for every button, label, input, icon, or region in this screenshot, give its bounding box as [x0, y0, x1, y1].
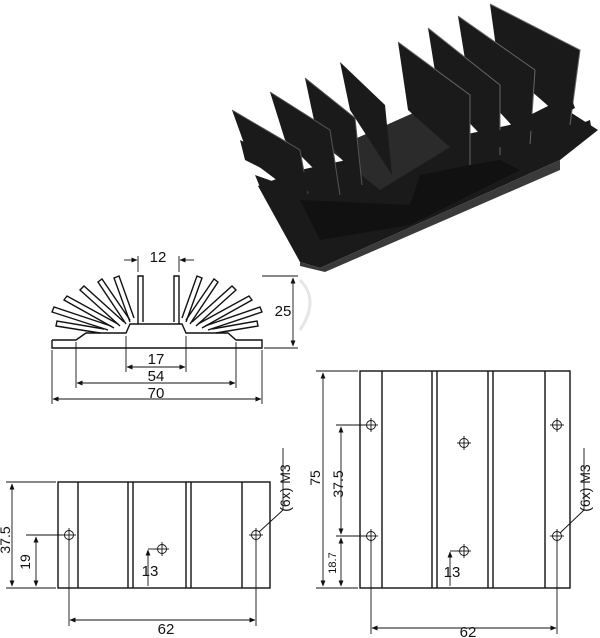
hole-marker	[550, 529, 564, 543]
side-hole-height-dim: 19	[17, 554, 33, 570]
hole-marker	[550, 418, 564, 432]
hole-marker	[364, 418, 378, 432]
heatsink-photo	[231, 3, 598, 272]
hole-marker	[62, 528, 76, 542]
large-hole-label: (6x) M3	[577, 464, 593, 512]
hole-marker	[249, 528, 263, 542]
side-view: 37.5 19 13 62 (6x) M3	[0, 448, 293, 638]
large-low-dim: 18.7	[327, 552, 339, 573]
profile-height-dim: 25	[275, 303, 292, 320]
watermark-mark	[298, 278, 312, 331]
profile-view: 12 25 17 54 70	[51, 249, 298, 404]
side-hole-offset-dim: 13	[142, 563, 159, 580]
side-height-dim: 37.5	[0, 526, 13, 553]
side-width-dim: 62	[158, 621, 175, 638]
large-hole-offset-dim: 13	[444, 564, 461, 581]
profile-top-dim: 12	[150, 249, 167, 266]
large-view: 75 37.5 18.7 13 62 (6x) M3	[307, 370, 593, 638]
hole-marker	[364, 529, 378, 543]
profile-overall-dim: 70	[148, 385, 165, 402]
large-width-dim: 62	[460, 624, 477, 638]
large-mid-dim: 37.5	[330, 470, 346, 497]
profile-inner-dim: 54	[148, 368, 165, 385]
side-hole-label: (6x) M3	[277, 464, 293, 512]
large-height-dim: 75	[307, 470, 323, 486]
hole-marker	[457, 436, 471, 450]
profile-channel-dim: 17	[148, 351, 165, 368]
